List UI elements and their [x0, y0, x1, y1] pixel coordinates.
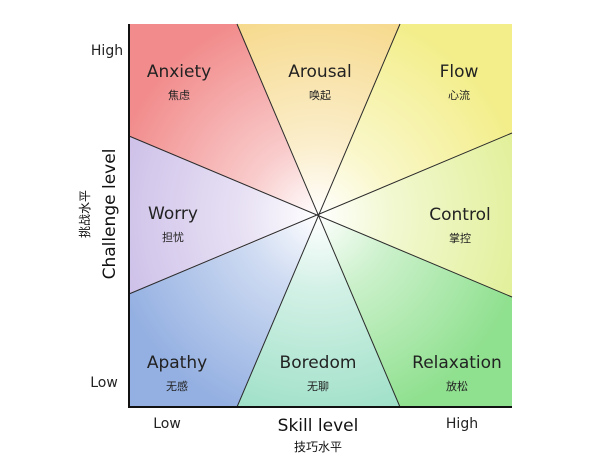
- region-arousal-label-zh: 唤起: [309, 88, 331, 102]
- region-flow-label-zh: 心流: [448, 88, 470, 102]
- region-boredom-label: Boredom: [280, 353, 357, 373]
- region-relaxation-label-zh: 放松: [446, 379, 468, 393]
- y-axis-subtitle: 挑战水平: [78, 190, 92, 238]
- divider-line: [128, 132, 513, 295]
- region-flow-label: Flow: [440, 62, 479, 82]
- y-axis-title: Challenge level: [100, 149, 120, 280]
- divider-lines: [128, 23, 513, 408]
- region-anxiety-label-zh: 焦虑: [168, 89, 190, 102]
- y-axis-high-label: High: [91, 43, 123, 59]
- region-worry-label: Worry: [148, 204, 198, 224]
- x-axis-subtitle: 技巧水平: [294, 440, 342, 454]
- region-fills: [129, 24, 512, 407]
- x-axis-high-label: High: [446, 416, 478, 432]
- region-arousal-label: Arousal: [288, 62, 351, 82]
- divider-line: [128, 135, 513, 298]
- y-axis-low-label: Low: [90, 375, 118, 391]
- region-control-label: Control: [429, 205, 490, 225]
- region-apathy-label-zh: 无感: [166, 380, 188, 393]
- region-relaxation-label: Relaxation: [412, 353, 502, 373]
- center-glow: [129, 24, 512, 407]
- region-apathy-label: Apathy: [147, 353, 207, 373]
- x-axis-low-label: Low: [153, 416, 181, 432]
- x-axis-title: Skill level: [278, 416, 359, 436]
- region-boredom-label-zh: 无聊: [307, 379, 329, 393]
- region-labels: Anxiety 焦虑 Arousal 唤起 Flow 心流 Control 掌控…: [147, 62, 502, 393]
- region-worry-label-zh: 担忧: [162, 230, 184, 244]
- axes: [128, 24, 512, 408]
- region-control-label-zh: 掌控: [449, 231, 471, 245]
- region-anxiety-label: Anxiety: [147, 62, 211, 82]
